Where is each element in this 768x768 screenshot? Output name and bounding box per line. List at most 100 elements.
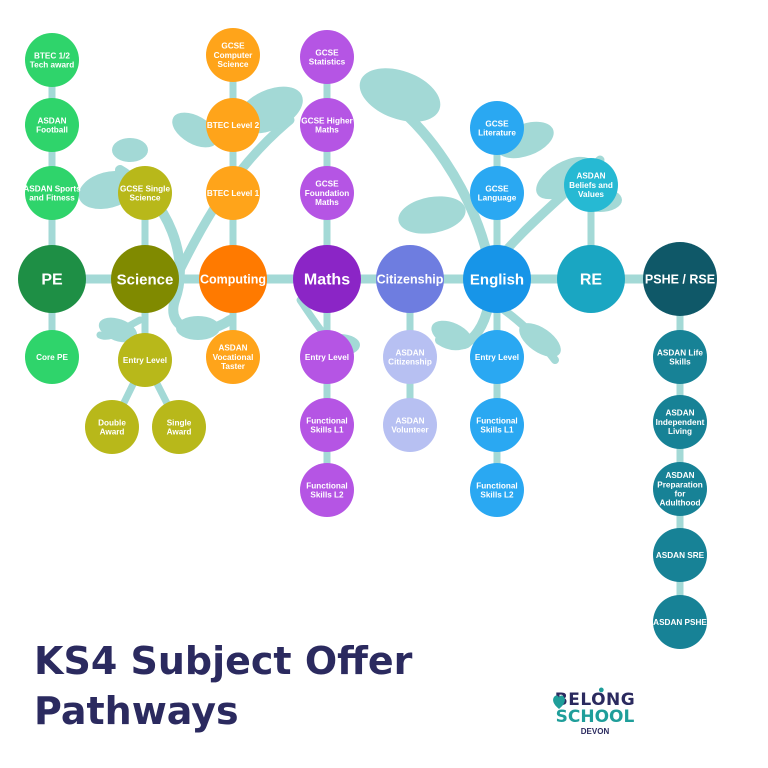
science-main-label: Science [117,271,174,288]
computing-above-1-label: BTEC Level 2 [207,121,260,130]
citizenship-main: Citizenship [376,245,444,313]
english-above-1-circle [470,166,524,220]
english-main-circle [463,245,531,313]
title-line-2: Pathways [34,689,239,733]
maths-below-0-label: Entry Level [305,353,349,362]
logo-word-2: SCHOOL [555,707,635,727]
maths-main-label: Maths [304,272,350,289]
pshe-below-0-circle [653,330,707,384]
citizenship-main-label: Citizenship [377,272,444,286]
science-main: Science [111,245,179,313]
computing-below-0-circle [206,330,260,384]
pshe-below-3-label: ASDAN SRE [656,551,705,560]
re-main: RE [557,245,625,313]
science-above-0-circle [118,166,172,220]
pe-below-0: Core PE [25,330,79,384]
maths-main: Maths [293,245,361,313]
computing-above-1: BTEC Level 2 [206,98,260,152]
computing-main: Computing [199,245,267,313]
pshe-below-3: ASDAN SRE [653,528,707,582]
science-main-circle [111,245,179,313]
science-below-0-circle [118,333,172,387]
pshe-main: PSHE / RSE [643,242,717,316]
vine-leaf [98,317,138,343]
maths-above-1-circle [300,98,354,152]
english-below-0-label: Entry Level [475,353,519,362]
pshe-below-4: ASDAN PSHE [653,595,707,649]
logo-word-3: DEVON [580,727,610,736]
computing-above-2-circle [206,166,260,220]
english-main-label: English [470,271,524,288]
maths-below-2-circle [300,463,354,517]
re-main-label: RE [580,272,603,289]
pshe-below-4-circle [653,595,707,649]
vine-leaf [431,320,473,350]
vine-leaf [398,196,466,234]
pshe-below-2-circle [653,462,707,516]
title-line-1: KS4 Subject Offer [34,639,413,683]
english-below-0-circle [470,330,524,384]
english-main: English [463,245,531,313]
computing-above-2: BTEC Level 1 [206,166,260,220]
english-above-0-circle [470,101,524,155]
computing-above-0-circle [206,28,260,82]
pe-main-circle [18,245,86,313]
pshe-below-1-circle [653,395,707,449]
science-branch-1-circle [152,400,206,454]
pe-above-1-circle [25,98,79,152]
citizenship-main-circle [376,245,444,313]
maths-below-0: Entry Level [300,330,354,384]
computing-main-circle [199,245,267,313]
maths-below-1-circle [300,398,354,452]
re-main-circle [557,245,625,313]
computing-main-label: Computing [200,272,266,286]
pe-main: PE [18,245,86,313]
vine-leaf [176,316,220,340]
vine-leaf [519,323,561,357]
pshe-main-circle [643,242,717,316]
page-title: KS4 Subject Offer Pathways [34,636,412,736]
pshe-below-3-circle [653,528,707,582]
science-below-0-label: Entry Level [123,356,167,365]
pshe-main-label: PSHE / RSE [645,272,715,286]
maths-above-0-circle [300,30,354,84]
